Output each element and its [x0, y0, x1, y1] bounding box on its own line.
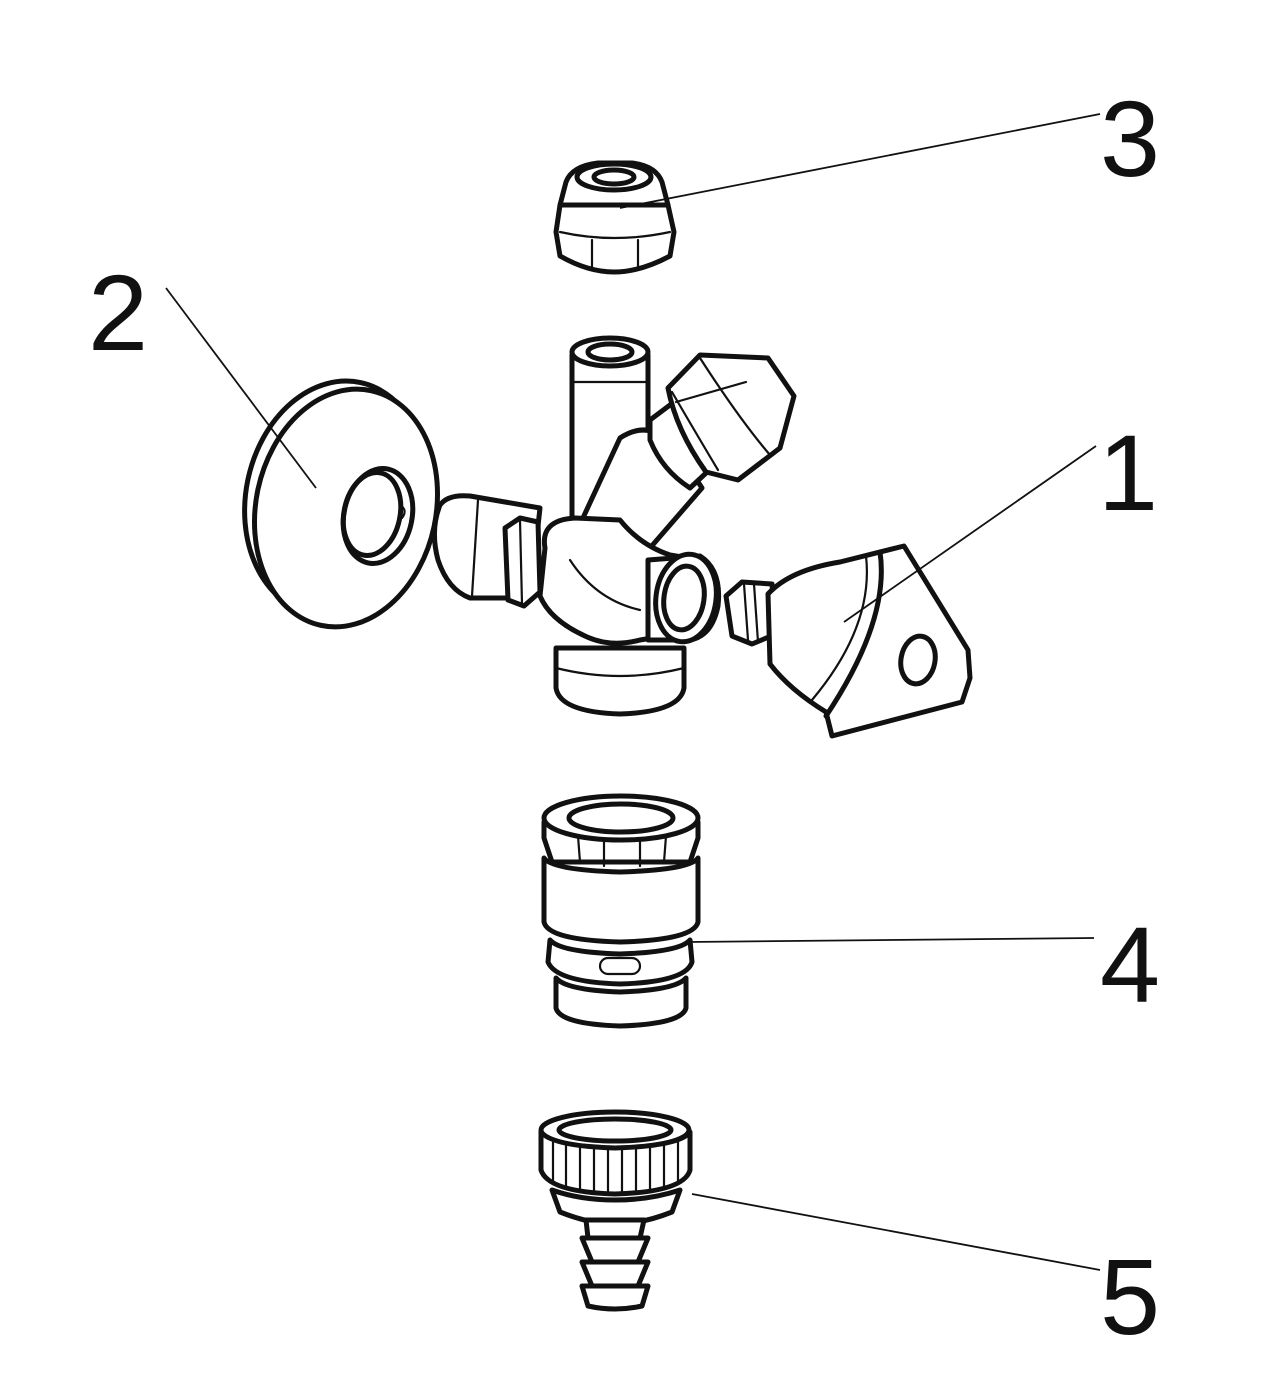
part-1-handle: [723, 543, 973, 739]
part-4-adapter-fitting: [541, 793, 701, 1029]
callout-3: 3: [1100, 78, 1160, 199]
leader-line-4: [687, 937, 1095, 943]
leader-line-1: [843, 445, 1097, 623]
callout-2: 2: [88, 252, 148, 373]
part-1-valve-body: [432, 335, 722, 717]
callout-1: 1: [1098, 412, 1158, 533]
callout-5: 5: [1100, 1236, 1160, 1357]
callout-4: 4: [1100, 904, 1160, 1025]
part-3-compression-nut: [553, 160, 677, 275]
part-1-upper-handle: [647, 352, 797, 491]
part-5-hose-connector: [538, 1109, 693, 1312]
callout-labels: 1 2 3 4 5: [88, 78, 1160, 1357]
part-2-wall-rosette: [242, 378, 441, 630]
leader-lines: [165, 113, 1101, 1271]
leader-line-2: [165, 287, 317, 489]
leader-line-3: [619, 113, 1101, 209]
leader-line-5: [691, 1193, 1101, 1271]
